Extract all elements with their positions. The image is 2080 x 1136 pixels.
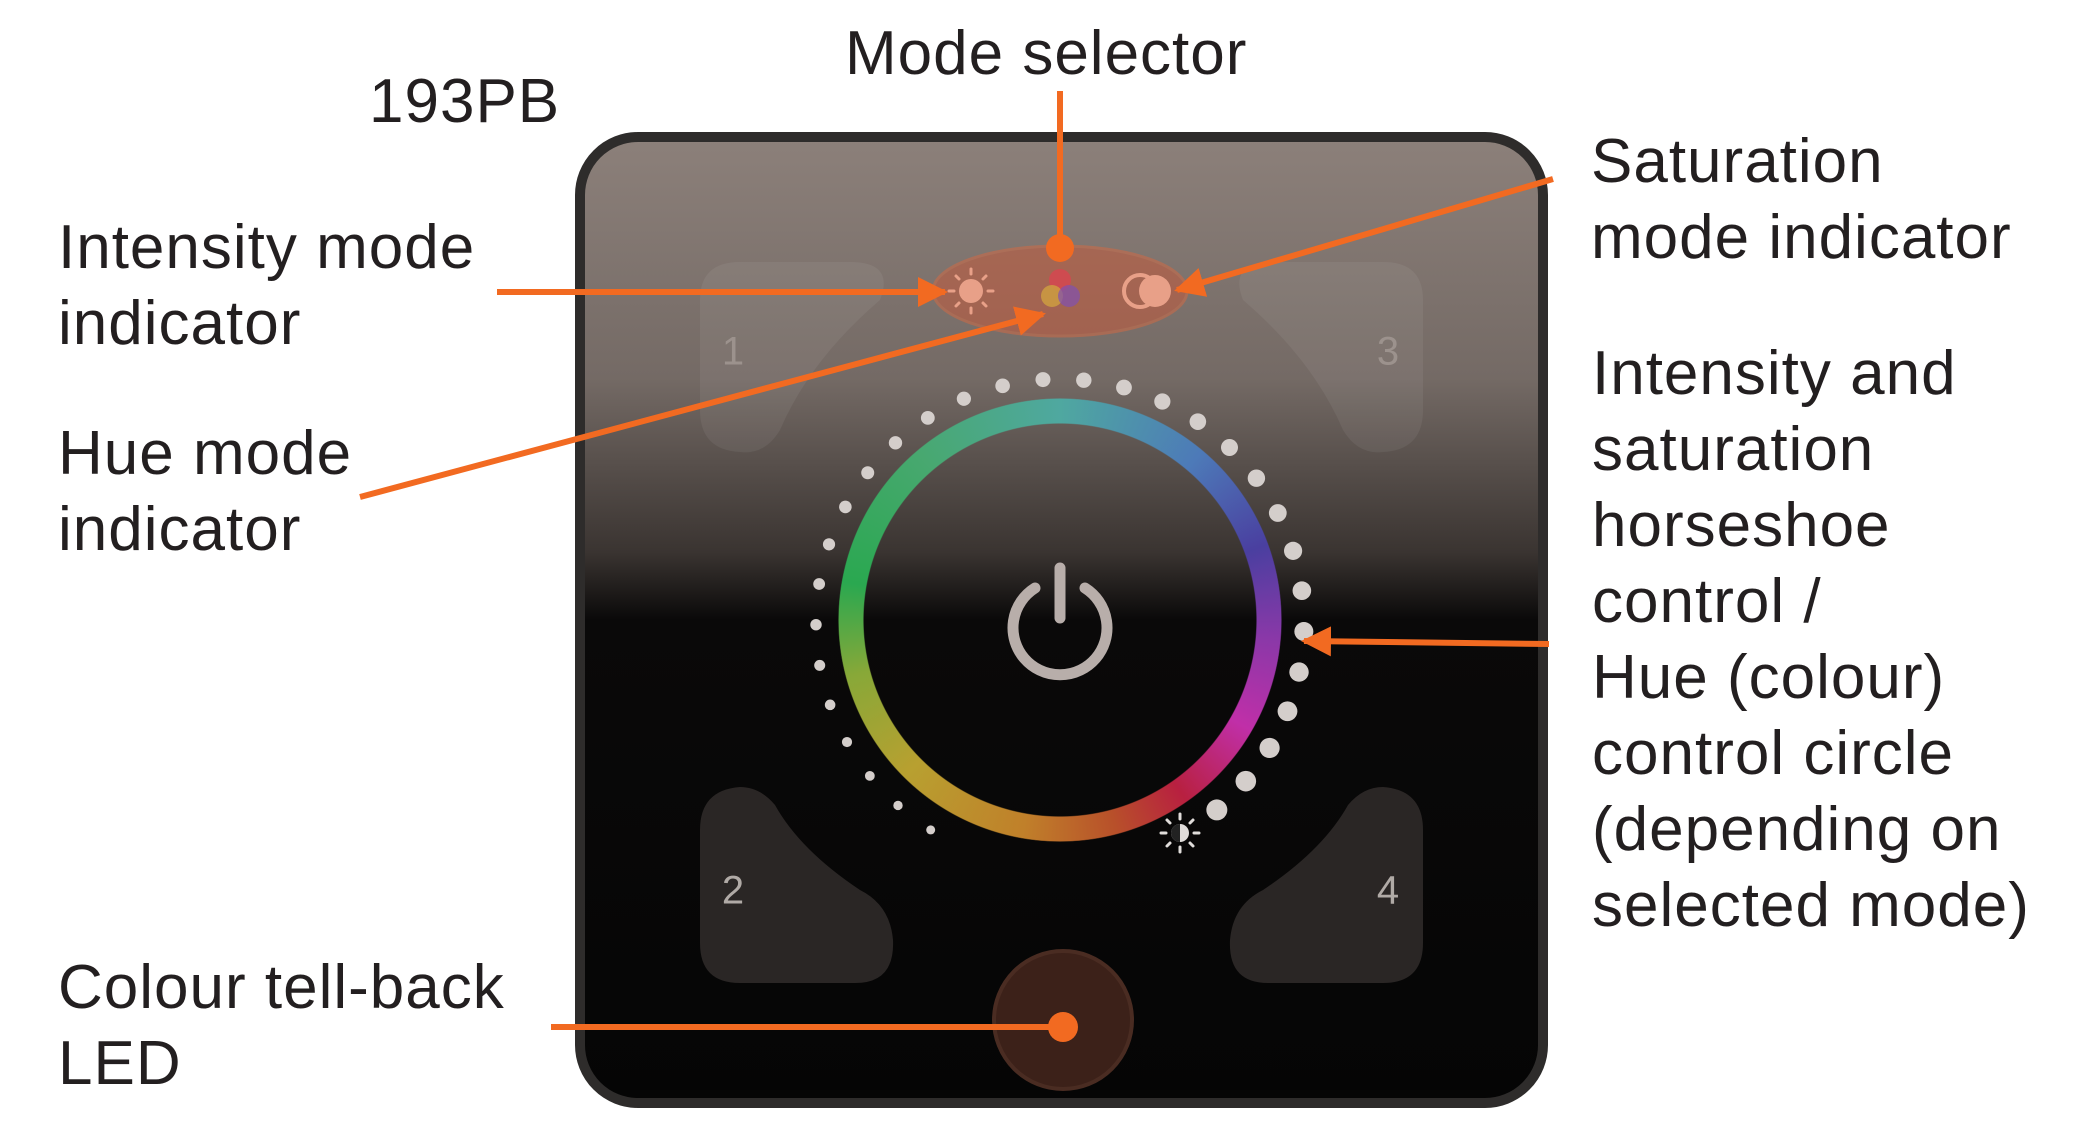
horseshoe-dot[interactable] [839, 500, 852, 514]
button-3[interactable] [1239, 262, 1423, 453]
button-2-label: 2 [721, 868, 745, 913]
button-1[interactable] [700, 262, 884, 453]
horseshoe-dot[interactable] [1277, 701, 1298, 722]
horseshoe-dot[interactable] [864, 770, 875, 781]
horseshoe-dot[interactable] [1235, 770, 1257, 792]
saturation-icon [1122, 273, 1171, 309]
button-2[interactable] [700, 787, 894, 983]
horseshoe-dot[interactable] [1189, 413, 1207, 430]
horseshoe-dot[interactable] [1292, 581, 1312, 601]
hue-control-circle[interactable] [838, 398, 1282, 842]
horseshoe-dot[interactable] [1116, 379, 1132, 396]
horseshoe-dot[interactable] [814, 659, 826, 671]
callout-lines [359, 91, 1554, 1030]
horseshoe-dot[interactable] [1247, 469, 1266, 487]
horseshoe-dot[interactable] [1268, 504, 1287, 522]
button-1-label: 1 [721, 329, 745, 374]
horseshoe-dot[interactable] [956, 391, 971, 406]
horseshoe-dot[interactable] [841, 736, 853, 748]
hue-icon [1041, 269, 1080, 307]
button-4-label: 4 [1376, 868, 1400, 913]
callout-horseshoe [1301, 626, 1550, 657]
callout-hue [359, 306, 1046, 500]
horseshoe-dots[interactable] [810, 372, 1314, 835]
horseshoe-dot[interactable] [1076, 372, 1092, 388]
horseshoe-dot[interactable] [888, 436, 903, 450]
horseshoe-dot[interactable] [1220, 438, 1238, 456]
model-label: 193PB [369, 67, 561, 136]
sun-icon [947, 267, 995, 315]
callout-saturation [1174, 176, 1554, 297]
horseshoe-dot[interactable] [1259, 737, 1280, 759]
horseshoe-dot[interactable] [1206, 799, 1228, 821]
contrast-sun-icon [1159, 812, 1201, 854]
callout-dot-mode [1046, 234, 1074, 262]
horseshoe-dot[interactable] [861, 466, 875, 480]
horseshoe-dot[interactable] [1289, 662, 1309, 682]
horseshoe-dot[interactable] [824, 699, 836, 711]
horseshoe-dot[interactable] [813, 578, 826, 590]
horseshoe-dot[interactable] [1283, 541, 1303, 560]
button-4[interactable] [1229, 787, 1423, 983]
horseshoe-dot[interactable] [1154, 393, 1171, 410]
horseshoe-dot[interactable] [995, 378, 1010, 394]
horseshoe-dot[interactable] [893, 800, 903, 811]
callout-dot-led [1048, 1012, 1078, 1042]
horseshoe-dot[interactable] [926, 825, 936, 835]
mode-selector-label: Mode selector [845, 19, 1248, 88]
horseshoe-dot[interactable] [920, 411, 935, 425]
horseshoe-dot[interactable] [822, 538, 836, 551]
button-3-label: 3 [1376, 329, 1400, 374]
horseshoe-dot[interactable] [810, 619, 822, 631]
horseshoe-dot[interactable] [1035, 372, 1051, 388]
